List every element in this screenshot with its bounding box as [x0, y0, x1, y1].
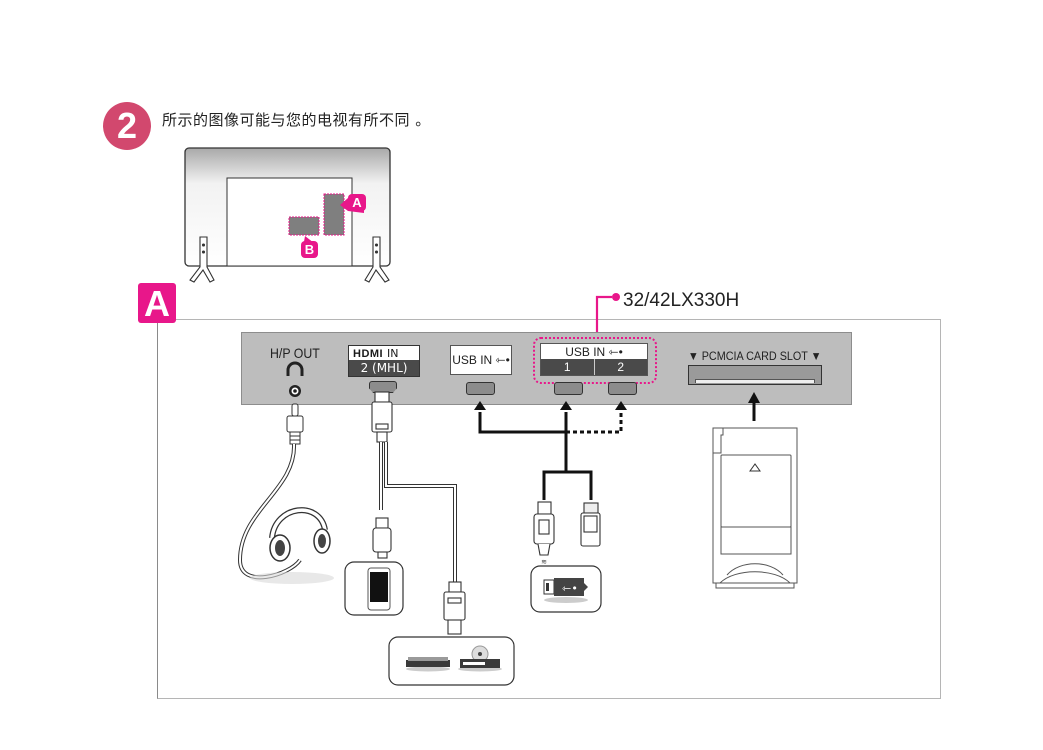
usb-in-dual-label: USB IN ⇽• 1 2 [540, 343, 648, 376]
hdmi-plug-tv-icon [371, 391, 393, 443]
hdmi-sub-label: 2 (MHL) [349, 360, 419, 376]
arrowhead-icons [474, 392, 760, 410]
ci-card-icon [712, 427, 798, 589]
marker-b: B [305, 242, 314, 257]
tv-back-illustration: A B [184, 147, 391, 283]
usb-flash-drive-icon [580, 502, 601, 547]
micro-usb-plug-icon [372, 517, 392, 559]
hp-out-label: H/P OUT [270, 345, 320, 361]
smartphone-icon [367, 567, 391, 611]
usb-port-2[interactable] [608, 382, 637, 395]
step-number-badge: 2 [103, 102, 151, 150]
usb-port-1[interactable] [554, 382, 583, 395]
svg-text:≋: ≋ [541, 558, 547, 566]
hdmi-port-label: HDMI IN 2 (MHL) [348, 345, 420, 377]
usb-symbol-icon: ⇽• [495, 353, 510, 367]
usb-port-1-label: 1 [541, 359, 595, 375]
port-area-b [288, 216, 320, 236]
hdmi-in-label: IN [386, 347, 399, 360]
right-stand-icon [364, 236, 390, 283]
usb-in-dual-text: USB IN [565, 345, 606, 359]
headphones-icon [250, 507, 334, 584]
model-callout-line [595, 293, 620, 338]
pcmcia-card-slot[interactable] [688, 365, 822, 385]
model-label: 32/42LX330H [623, 290, 740, 311]
marker-a: A [352, 195, 362, 210]
left-stand-icon [189, 236, 215, 283]
marker-b-icon [301, 241, 318, 258]
usb-port-2-label: 2 [617, 360, 625, 374]
usb-hard-drive-icon: ⇽• [543, 578, 588, 603]
usb-in-label: USB IN ⇽• [450, 345, 512, 375]
hdmi-logo: HDMI [353, 348, 384, 360]
hdmi-plug-device-icon [443, 581, 466, 635]
blu-ray-player-icon [458, 645, 502, 672]
section-a-frame [157, 319, 941, 699]
marker-a-icon [348, 194, 366, 211]
pcmcia-label: ▼ PCMCIA CARD SLOT ▼ [688, 349, 822, 363]
usb-cable-plug-icon: ≋ [533, 501, 555, 566]
usb-connection-arrows [478, 412, 623, 500]
headphone-plug-icon [286, 403, 304, 445]
headphone-jack-icon [286, 361, 304, 397]
dvd-player-icon [406, 657, 450, 672]
step-instruction: 所示的图像可能与您的电视有所不同 。 [162, 111, 431, 129]
section-a-badge: A [138, 283, 176, 324]
model-specific-highlight [533, 337, 657, 384]
port-area-a [323, 193, 345, 236]
usb-symbol-icon: ⇽• [608, 345, 623, 359]
svg-text:⇽•: ⇽• [562, 582, 578, 595]
usb-port-3[interactable] [466, 382, 495, 395]
usb-in-text: USB IN [452, 353, 493, 367]
